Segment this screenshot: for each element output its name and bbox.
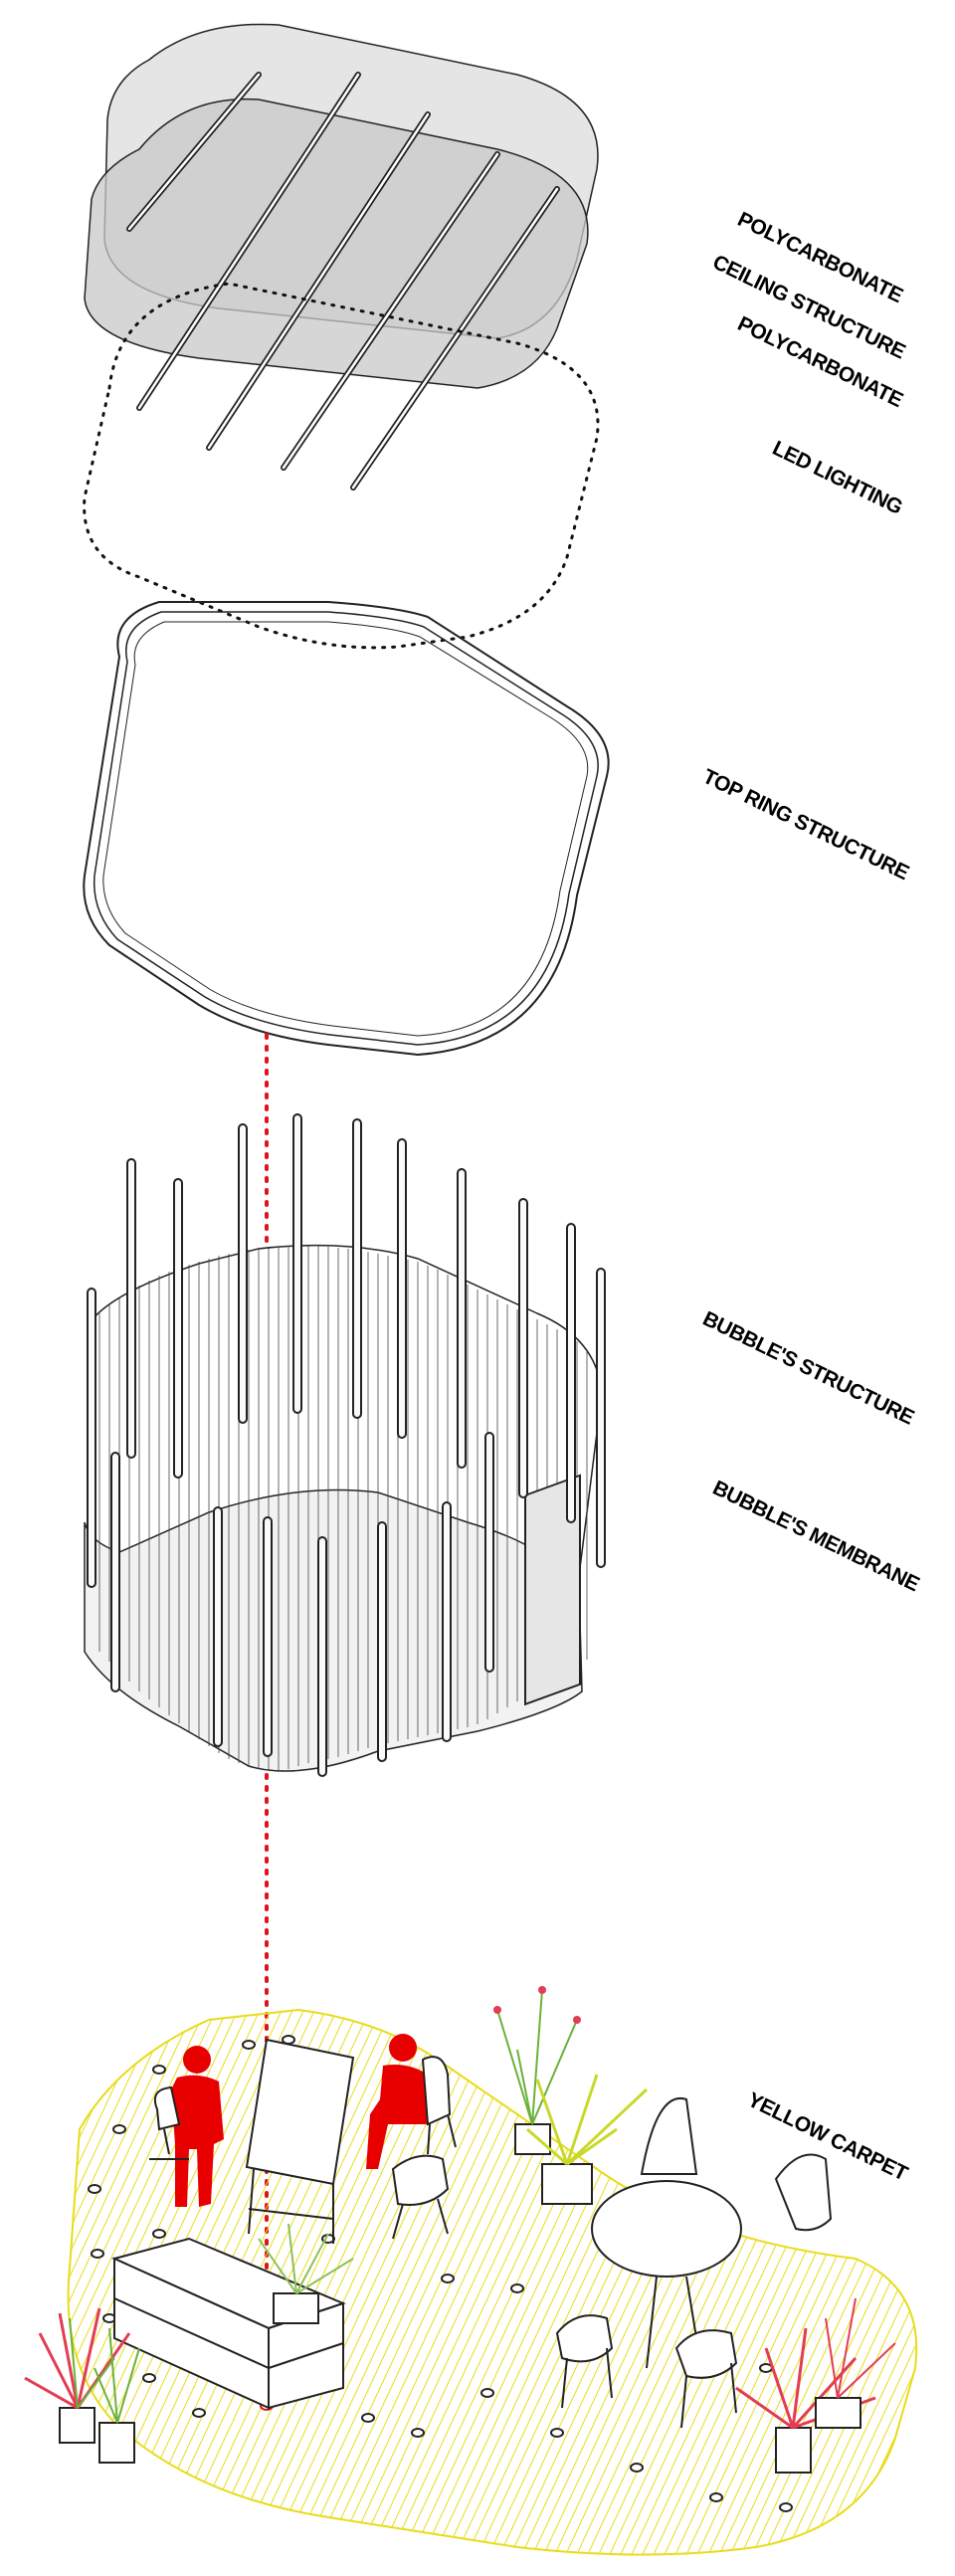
structure-post <box>442 1501 452 1742</box>
structure-post <box>352 1118 362 1419</box>
structure-post <box>566 1223 576 1523</box>
structure-post <box>292 1113 302 1414</box>
structure-post <box>484 1432 494 1673</box>
label-bubbles-membrane: BUBBLE'S MEMBRANE <box>709 1477 923 1597</box>
structure-post <box>518 1198 528 1498</box>
label-top-ring-structure: TOP RING STRUCTURE <box>699 765 913 885</box>
potted-plant <box>735 2327 876 2474</box>
led-lighting-outline <box>83 282 600 650</box>
structure-post <box>238 1123 248 1424</box>
top-ring-structure <box>83 601 610 1057</box>
plants <box>24 1986 896 2474</box>
potted-plant <box>24 2307 131 2444</box>
structure-post <box>126 1158 136 1459</box>
structure-post <box>397 1138 407 1439</box>
structure-post <box>110 1452 120 1692</box>
seated-person <box>366 2034 438 2169</box>
structure-post <box>87 1288 96 1588</box>
yellow-carpet-layer <box>24 1986 918 2556</box>
structure-post <box>377 1521 387 1762</box>
potted-plant <box>94 2327 140 2464</box>
flipchart <box>245 2038 355 2244</box>
dining-chair <box>555 2314 614 2409</box>
label-yellow-carpet: YELLOW CARPET <box>744 2088 911 2186</box>
component-labels: POLYCARBONATE CEILING STRUCTURE POLYCARB… <box>699 208 923 2186</box>
standing-person <box>171 2046 224 2207</box>
side-chair <box>391 2154 450 2240</box>
label-led-lighting: LED LIGHTING <box>769 437 906 519</box>
chairs <box>149 2056 457 2240</box>
structure-post <box>317 1536 327 1777</box>
structure-post <box>263 1516 273 1757</box>
label-polycarbonate-bottom: POLYCARBONATE <box>734 312 907 412</box>
structure-post <box>457 1168 467 1469</box>
office-chair <box>149 2085 189 2160</box>
bubble-door <box>524 1474 581 1706</box>
bubble-structure-posts <box>87 1113 606 1777</box>
potted-plant <box>493 1986 581 2155</box>
round-table <box>591 2180 742 2278</box>
lounge-chair <box>421 2056 457 2155</box>
polycarbonate-bottom-panel <box>84 98 589 389</box>
roof-assembly <box>84 23 599 491</box>
bubble-structure-and-membrane <box>84 1113 606 1777</box>
structure-post <box>213 1506 223 1747</box>
label-bubbles-structure: BUBBLE'S STRUCTURE <box>699 1307 918 1430</box>
potted-plant <box>526 2074 649 2205</box>
round-table-set <box>555 2096 833 2429</box>
dining-chair <box>640 2096 698 2175</box>
dining-chair <box>774 2153 833 2232</box>
potted-plant <box>258 2223 354 2324</box>
dining-chair <box>674 2329 738 2429</box>
potted-plant <box>815 2297 896 2429</box>
people <box>171 2034 438 2207</box>
structure-post <box>596 1268 606 1568</box>
structure-post <box>173 1178 183 1479</box>
